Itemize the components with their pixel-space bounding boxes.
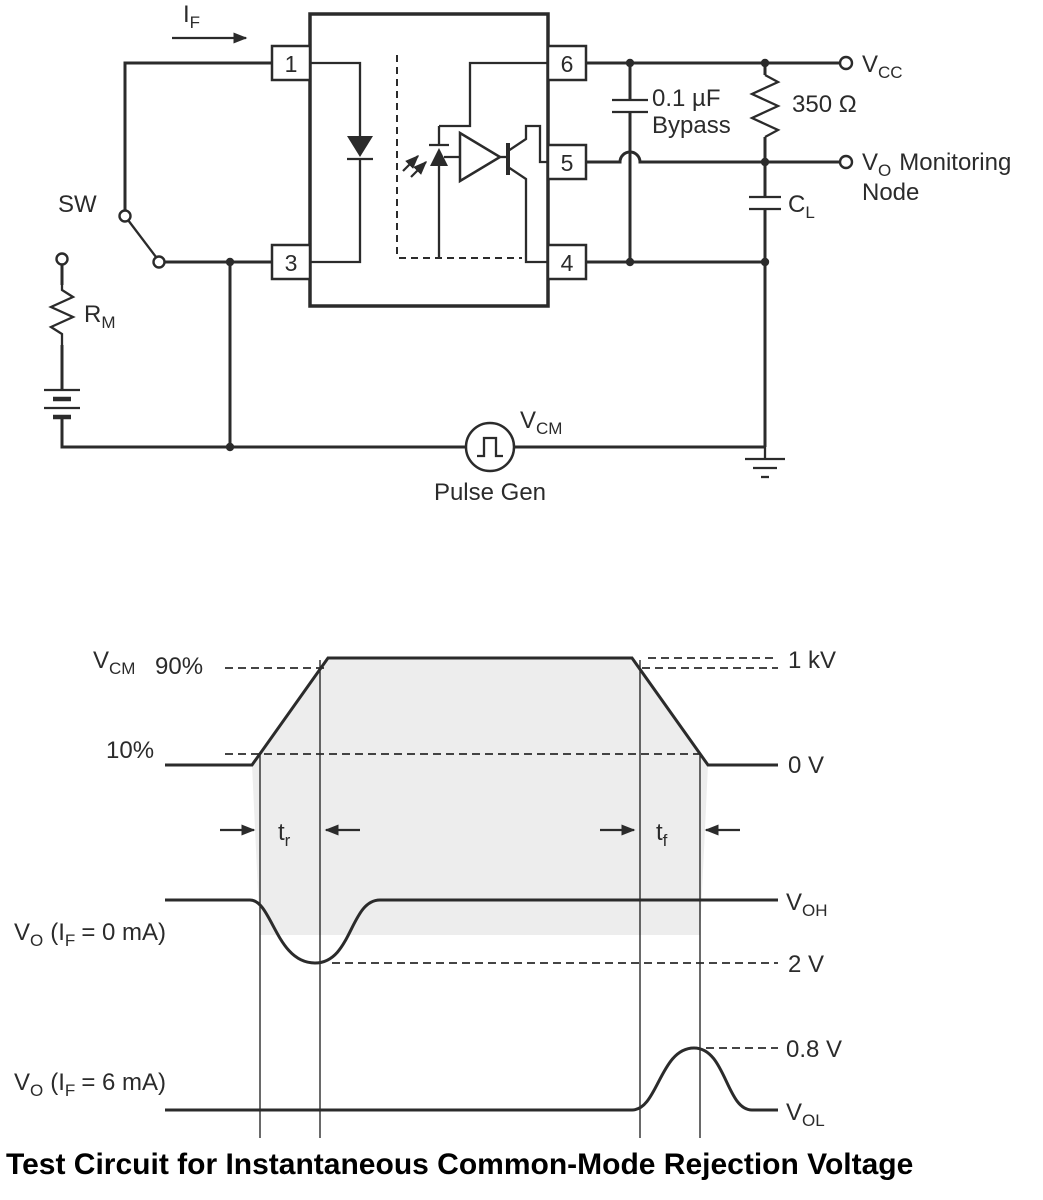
pin-6-number: 6 [561, 51, 574, 77]
level-2v-label: 2 V [788, 951, 824, 978]
transistor-collector-wire [507, 124, 548, 164]
cl-label: CL [788, 191, 815, 222]
pin-4: 4 [546, 243, 588, 281]
timing-vcm-label: VCM [93, 647, 135, 678]
led-triangle [347, 136, 373, 157]
photodiode-wires [437, 126, 460, 258]
pct10-label: 10% [106, 737, 154, 764]
tf-label: tf [656, 819, 668, 850]
vcc-terminal [838, 55, 854, 71]
light-arrow [410, 161, 427, 178]
rm-label: RM [84, 301, 116, 332]
switch-top-contact [118, 209, 132, 223]
bypass-capacitor-symbol [612, 98, 648, 114]
light-arrows-icon [402, 155, 427, 178]
pin-1-number: 1 [285, 51, 298, 77]
switch-lever [127, 219, 157, 258]
wire-left-branch [60, 265, 765, 449]
level-1kv-label: 1 kV [788, 647, 836, 674]
amplifier-symbol [458, 130, 503, 184]
circuit-schematic: IF SW RM VCM Pulse Gen [44, 1, 1011, 506]
vo-6ma-label: VO(IF= 6 mA) [14, 1069, 166, 1100]
led-symbol [310, 61, 373, 264]
vol-label: VOL [786, 1099, 825, 1130]
photodiode-triangle [430, 148, 448, 166]
internal-vcc-wire [439, 61, 548, 128]
transistor-emitter-wire [507, 166, 548, 264]
pin-3: 3 [270, 243, 312, 281]
vo-node-label-line2: Node [862, 179, 919, 206]
junction-dot [760, 157, 770, 167]
pin-3-box [270, 243, 312, 281]
level-0v-label: 0 V [788, 752, 824, 779]
junction-dot [625, 257, 635, 267]
sw-label: SW [58, 191, 97, 218]
timing-diagram: VCM 90% 10% VO(IF= 0 mA) VO(IF= 6 mA) tr… [14, 647, 842, 1138]
pct90-label: 90% [155, 653, 203, 680]
figure-caption: Test Circuit for Instantaneous Common-Mo… [6, 1148, 914, 1181]
wire-right-network [587, 61, 840, 447]
pulse-gen-circle [464, 421, 516, 473]
led-wires [310, 61, 362, 264]
photodiode-symbol [429, 126, 460, 258]
vcm-waveform [165, 656, 778, 767]
pin-5-box [546, 143, 588, 181]
battery-symbol [44, 388, 80, 420]
bypass-value-label: 0.1 µF [652, 85, 721, 112]
junction-dot [225, 442, 235, 452]
pin-3-number: 3 [285, 250, 298, 276]
wire-pin5-to-vo [587, 150, 840, 164]
vo-terminal [838, 154, 854, 170]
vo-0ma-label: VO(IF= 0 mA) [14, 919, 166, 950]
level-08v-label: 0.8 V [786, 1036, 842, 1063]
resistor-350-symbol [749, 73, 781, 139]
pin-4-box [546, 243, 588, 281]
junction-dot [225, 257, 235, 267]
pin-4-number: 4 [561, 250, 574, 276]
junction-dot [625, 58, 635, 68]
output-transistor-symbol [500, 124, 548, 264]
test-circuit-and-timing-svg: IF SW RM VCM Pulse Gen [14, 1, 1011, 1138]
bypass-name-label: Bypass [652, 112, 731, 139]
r350-label: 350 Ω [792, 91, 857, 118]
switch-sw-symbol [55, 209, 166, 269]
tr-label: tr [278, 819, 291, 850]
rm-top-terminal [55, 252, 69, 266]
pin-6: 6 [546, 44, 588, 82]
pin-1-box [270, 44, 312, 82]
junction-dot [760, 257, 770, 267]
pulse-gen-label: Pulse Gen [434, 479, 546, 506]
cl-capacitor-symbol [749, 195, 781, 211]
pin-1: 1 [270, 44, 312, 82]
transition-shade [252, 658, 708, 935]
pin-5: 5 [546, 143, 588, 181]
pin-5-number: 5 [561, 150, 574, 176]
pulse-generator-symbol [464, 421, 516, 473]
switch-bottom-contact [152, 255, 166, 269]
vo-6ma-waveform [165, 1046, 778, 1112]
light-arrow [402, 155, 419, 172]
if-label: IF [183, 1, 200, 32]
pulse-glyph-icon [477, 436, 503, 458]
vcm-source-label: VCM [520, 407, 562, 438]
vo-0ma-waveform [165, 898, 778, 965]
pin-6-box [546, 44, 588, 82]
ground-symbol [745, 447, 785, 479]
vcc-label: VCC [862, 51, 903, 82]
junction-dot [760, 58, 770, 68]
voh-label: VOH [786, 889, 828, 920]
resistor-rm-symbol [48, 285, 76, 345]
wire-pin1-to-switch [123, 61, 272, 210]
